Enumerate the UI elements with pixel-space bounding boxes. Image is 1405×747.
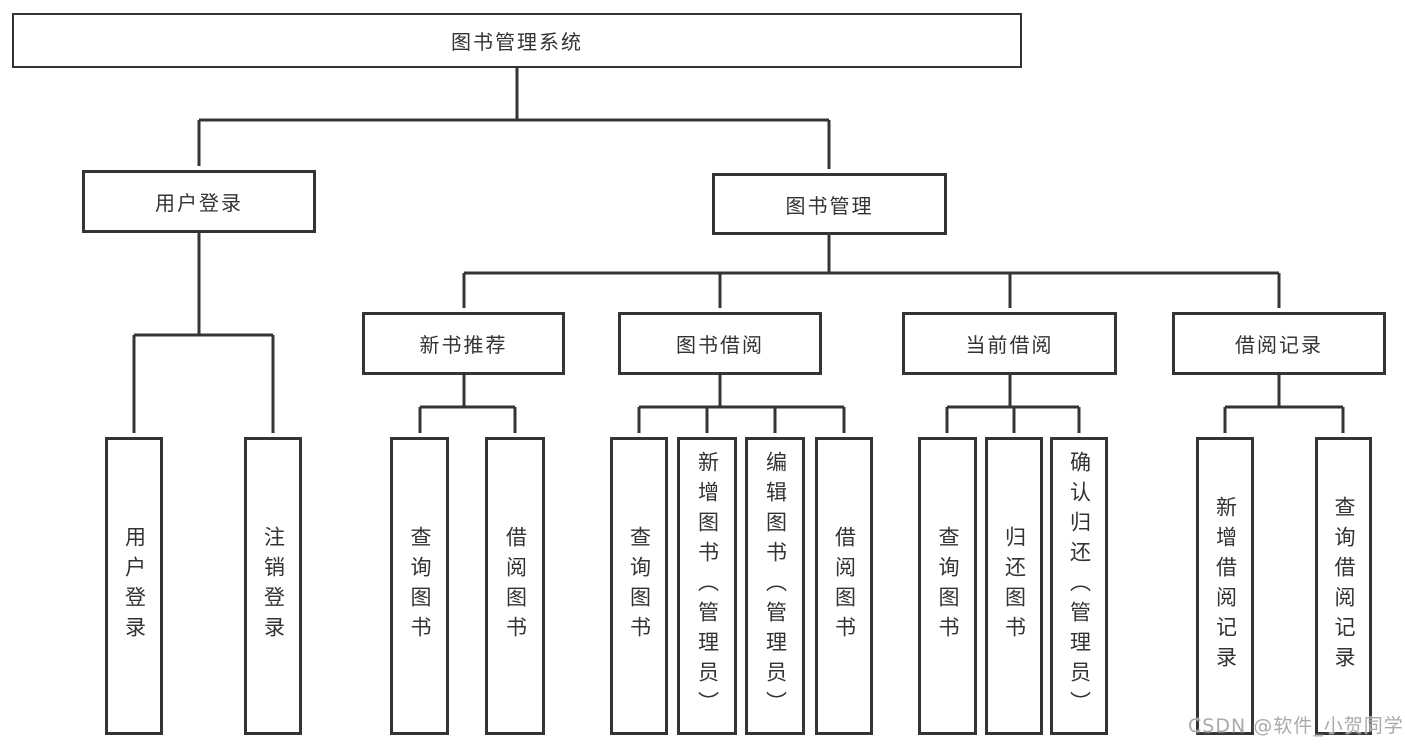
leaf-br-query-record: 查询借阅记录	[1315, 437, 1372, 735]
node-root: 图书管理系统	[12, 13, 1022, 68]
node-book-borrow: 图书借阅	[618, 312, 822, 375]
node-borrow-record: 借阅记录	[1172, 312, 1386, 375]
leaf-user-login: 用户登录	[105, 437, 163, 735]
connector-new-book-rec-to-leaves	[418, 375, 517, 433]
leaf-br-query-record-label: 查询借阅记录	[1332, 496, 1357, 676]
connector-user-login-to-leaves	[132, 233, 275, 433]
node-current-borrow: 当前借阅	[902, 312, 1117, 375]
leaf-cb-confirm-return-label: 确认归还（管理员）	[1067, 451, 1092, 721]
leaf-bb-edit-books-label: 编辑图书（管理员）	[763, 451, 788, 721]
leaf-rec-borrow-books: 借阅图书	[485, 437, 545, 735]
leaf-bb-query-books-label: 查询图书	[627, 526, 652, 646]
leaf-bb-borrow-books: 借阅图书	[815, 437, 873, 735]
connector-root-to-level2	[197, 68, 831, 169]
leaf-cb-return-books: 归还图书	[985, 437, 1043, 735]
watermark: CSDN @软件_小贺同学	[1188, 715, 1404, 737]
node-borrow-record-label: 借阅记录	[1235, 333, 1323, 357]
leaf-cb-query-books: 查询图书	[918, 437, 977, 735]
node-new-book-rec: 新书推荐	[362, 312, 565, 375]
node-current-borrow-label: 当前借阅	[965, 333, 1054, 357]
leaf-bb-edit-books: 编辑图书（管理员）	[745, 437, 805, 735]
leaf-logout-label: 注销登录	[261, 526, 286, 646]
leaf-bb-add-books: 新增图书（管理员）	[677, 437, 737, 735]
leaf-bb-add-books-label: 新增图书（管理员）	[695, 451, 720, 721]
leaf-cb-confirm-return: 确认归还（管理员）	[1050, 437, 1108, 735]
leaf-logout: 注销登录	[244, 437, 302, 735]
node-root-label: 图书管理系统	[451, 30, 583, 54]
connector-current-borrow-to-leaves	[945, 375, 1081, 433]
connector-borrow-record-to-leaves	[1223, 375, 1345, 433]
node-book-mgmt-label: 图书管理	[785, 193, 874, 218]
leaf-cb-query-books-label: 查询图书	[936, 526, 961, 646]
node-book-mgmt: 图书管理	[712, 173, 947, 235]
leaf-br-add-record: 新增借阅记录	[1196, 437, 1254, 735]
connector-book-mgmt-to-level3	[462, 235, 1281, 308]
node-new-book-rec-label: 新书推荐	[419, 333, 508, 357]
connector-book-borrow-to-leaves	[637, 375, 846, 433]
node-user-login-label: 用户登录	[155, 191, 243, 215]
leaf-bb-query-books: 查询图书	[610, 437, 668, 735]
node-book-borrow-label: 图书借阅	[676, 333, 764, 357]
leaf-rec-borrow-books-label: 借阅图书	[503, 526, 528, 646]
leaf-rec-query-books: 查询图书	[390, 437, 449, 735]
leaf-br-add-record-label: 新增借阅记录	[1213, 496, 1238, 676]
leaf-cb-return-books-label: 归还图书	[1002, 526, 1027, 646]
leaf-rec-query-books-label: 查询图书	[408, 526, 433, 646]
node-user-login: 用户登录	[82, 170, 316, 233]
leaf-bb-borrow-books-label: 借阅图书	[832, 526, 857, 646]
leaf-user-login-label: 用户登录	[122, 526, 147, 646]
